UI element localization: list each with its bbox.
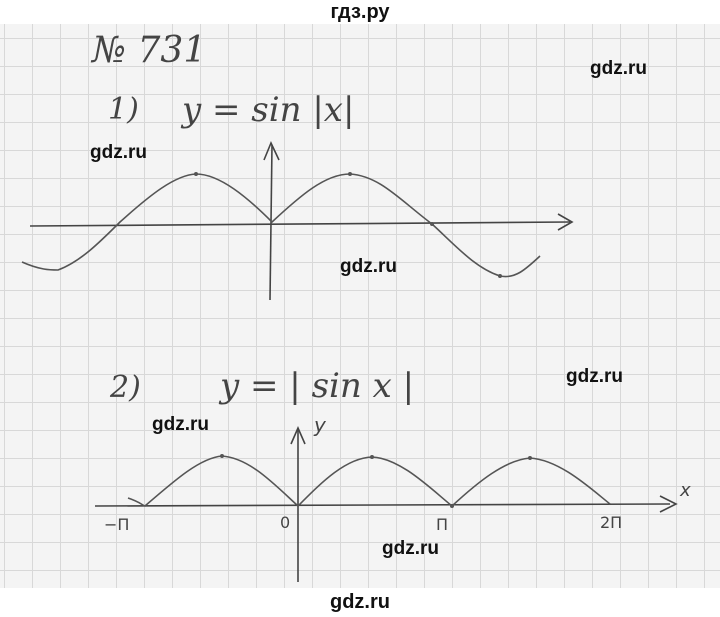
graph2-x-axis <box>94 503 671 507</box>
graph1-y-axis <box>269 144 273 301</box>
problem-number: № 731 <box>92 30 207 71</box>
graph2-tick-zero: 0 <box>280 513 290 532</box>
graph2-tick-pi: П <box>436 515 448 534</box>
graph2-y-axis-label: y <box>313 413 327 437</box>
site-header: гдз.ру <box>0 0 720 24</box>
watermark: gdz.ru <box>340 256 397 277</box>
watermark: gdz.ru <box>152 414 209 435</box>
graph2-x-axis-label: x <box>679 480 691 501</box>
graph1-point <box>498 274 502 278</box>
part2-equation: y = | sin x | <box>220 366 415 406</box>
graph1-y-arrow <box>263 141 280 161</box>
graph1-x-arrow <box>557 213 574 231</box>
graph1-point <box>194 172 198 176</box>
graph1-point <box>348 172 352 176</box>
graph2-point <box>528 456 532 460</box>
watermark: gdz.ru <box>566 366 623 387</box>
graph2-y-arrow <box>290 426 306 445</box>
graph-2: −П 0 П 2П y x <box>94 413 691 582</box>
graph2-tick-2pi: 2П <box>600 513 622 532</box>
graph2-curve <box>127 455 611 508</box>
watermark: gdz.ru <box>90 142 147 163</box>
part2-label: 2) <box>110 370 141 405</box>
graph2-point <box>370 455 374 459</box>
watermark: gdz.ru <box>382 538 439 559</box>
graph2-tick-neg-pi: −П <box>104 515 129 534</box>
graph2-point <box>220 454 224 458</box>
graph1-x-axis <box>29 221 571 227</box>
graph1-point <box>430 222 434 226</box>
watermark: gdz.ru <box>590 58 647 79</box>
graph2-point <box>450 504 454 508</box>
graph-1 <box>21 141 574 301</box>
graph2-x-arrow <box>659 495 678 513</box>
part1-label: 1) <box>108 92 139 127</box>
site-footer: gdz.ru <box>0 588 720 617</box>
graph1-curve <box>21 173 541 278</box>
part1-equation: y = sin |x| <box>182 90 355 130</box>
